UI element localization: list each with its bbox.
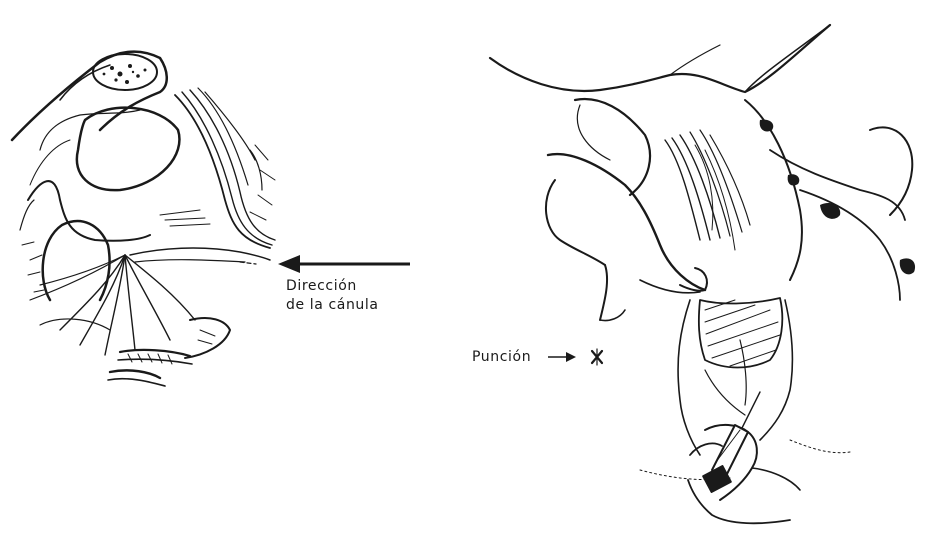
shadow-patches [760, 120, 915, 275]
x-mark-icon [592, 349, 602, 365]
direction-label-line2: de la cánula [286, 296, 379, 314]
left-figure-plexus-detail [12, 52, 275, 386]
direction-label-line1: Dirección [286, 277, 357, 295]
muscle-hatching [705, 300, 780, 366]
arrow-right-icon [548, 352, 576, 362]
bone-stipple [103, 64, 147, 84]
arrow-left-icon [278, 255, 410, 273]
right-figure-pelvis-view [490, 25, 915, 523]
puncture-label: Punción [472, 348, 531, 366]
